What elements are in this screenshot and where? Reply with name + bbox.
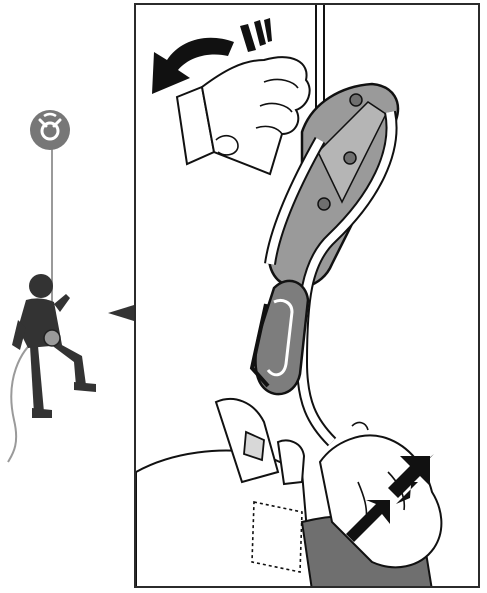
rotation-badge-icon (30, 110, 70, 150)
upper-hand (177, 57, 310, 174)
detail-frame (134, 3, 480, 588)
carabiner (252, 281, 308, 394)
belay-device-small (44, 330, 60, 346)
climber-overview (0, 0, 134, 593)
zoom-pointer-icon (108, 305, 134, 321)
detail-illustration (136, 5, 480, 588)
